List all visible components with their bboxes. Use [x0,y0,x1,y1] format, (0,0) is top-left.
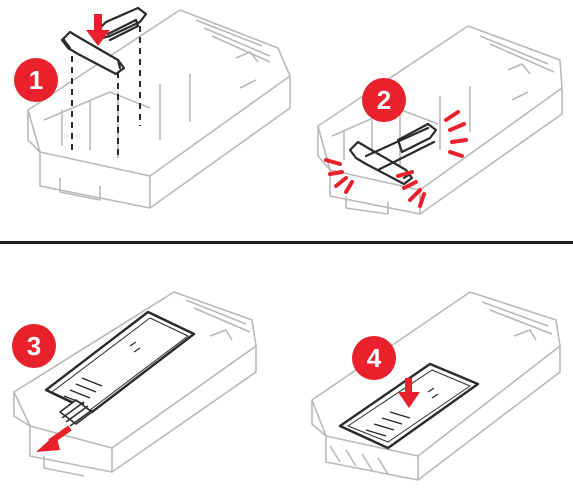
panel-step-3: 3 [12,292,256,476]
step-number-2: 2 [377,85,391,115]
card-illustration [46,312,194,426]
step-badge-4: 4 [352,336,396,380]
tray-illustration [318,26,562,214]
bracket-illustration [350,124,436,184]
step-number-4: 4 [367,343,382,373]
panel-step-4: 4 [312,292,560,480]
step-badge-1: 1 [14,58,58,102]
section-divider [0,241,573,244]
panel-step-2: 2 [318,26,562,214]
step-badge-3: 3 [12,324,56,368]
panel-step-1: 1 [14,8,290,208]
step-number-1: 1 [29,65,43,95]
down-arrow-icon [86,14,110,46]
snap-marks-icon [326,112,466,206]
step-badge-2: 2 [362,78,406,122]
step-number-3: 3 [27,331,41,361]
